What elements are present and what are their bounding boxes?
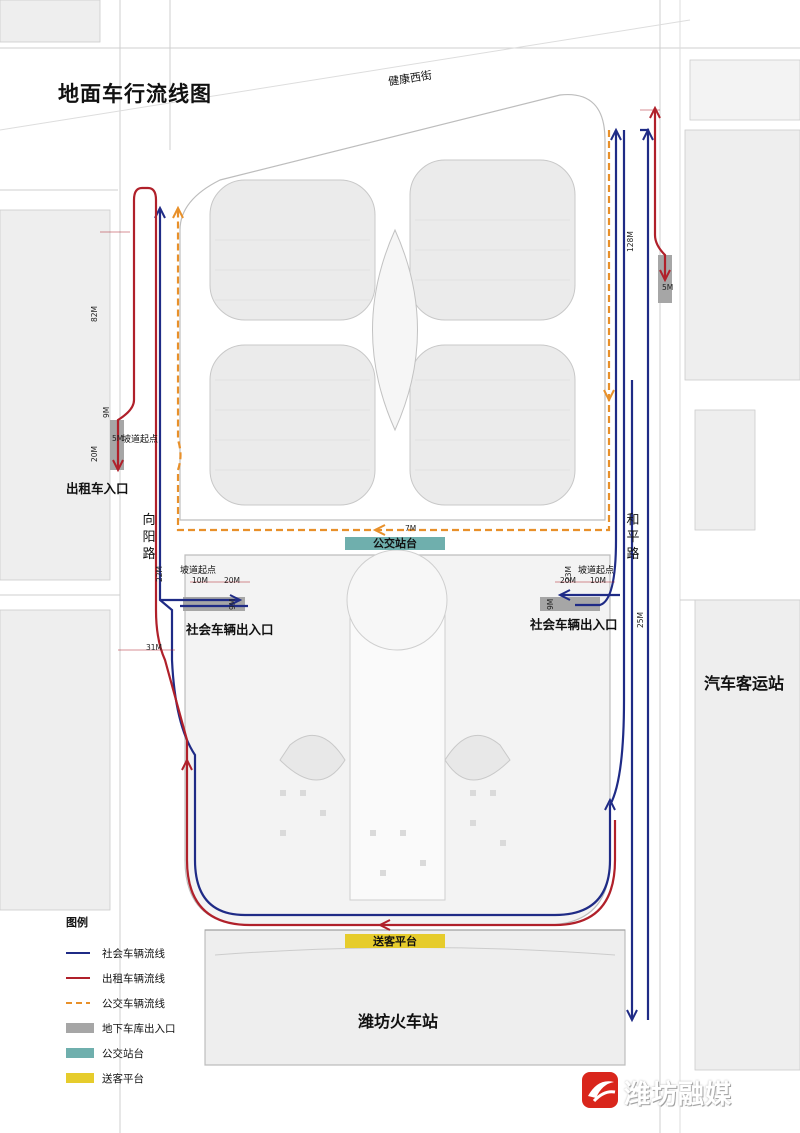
logo-icon <box>582 1072 618 1108</box>
legend-item: 公交车辆流线 <box>66 996 256 1010</box>
dim-east-10m: 10M <box>590 576 607 585</box>
dim-taxi-20m: 20M <box>90 445 99 462</box>
legend-title: 图例 <box>66 916 88 929</box>
dim-west-22m: 22M <box>155 565 164 582</box>
road-east-label: 和平路 <box>626 513 640 562</box>
legend-swatch-bus-stop <box>66 1048 94 1058</box>
bus-stop-platform <box>345 537 445 550</box>
dim-west-20m: 20M <box>224 576 241 585</box>
watermark-text: 潍坊融媒 <box>624 1080 733 1110</box>
taxi-entrance-label: 出租车入口 <box>66 481 129 496</box>
dim-bus-7m: 7M <box>405 524 417 533</box>
train-station-label: 潍坊火车站 <box>358 1012 439 1031</box>
dim-east-20m: 20M <box>560 576 577 585</box>
legend-label: 地下车库出入口 <box>102 1023 176 1035</box>
legend-label: 社会车辆流线 <box>102 948 165 960</box>
legend-swatch-social <box>66 952 90 954</box>
road-west-label: 向阳路 <box>142 513 156 562</box>
dim-east-25m: 25M <box>636 611 645 628</box>
legend-label: 公交站台 <box>102 1048 144 1060</box>
ramp-start-west-label: 坡道起点 <box>180 566 217 576</box>
dropoff-label: 送客平台 <box>373 935 417 948</box>
legend-swatch-taxi <box>66 977 90 979</box>
legend-item: 公交站台 <box>66 1046 256 1060</box>
dim-east-5m: 5M <box>662 283 674 292</box>
ramp-start-taxi-label: 坡道起点 <box>122 435 159 445</box>
legend-swatch-bus <box>66 1002 90 1004</box>
dim-taxi-82m: 82M <box>90 305 99 322</box>
dim-east-128m: 128M <box>626 231 635 252</box>
dimension-lines <box>100 109 660 651</box>
dim-east-9m: 9M <box>546 598 555 610</box>
taxi-routes <box>116 108 667 927</box>
dim-west-31m: 31M <box>146 643 163 652</box>
legend-label: 公交车辆流线 <box>102 998 165 1010</box>
legend-label: 出租车辆流线 <box>102 973 165 985</box>
map-title: 地面车行流线图 <box>58 82 212 106</box>
bus-route <box>176 130 611 532</box>
car-entrance-east-label: 社会车辆出入口 <box>530 617 618 632</box>
bus-route-arrow-west <box>372 524 386 536</box>
taxi-route-arrows <box>112 105 671 931</box>
surrounding-blocks <box>0 0 800 1071</box>
legend-item: 社会车辆流线 <box>66 946 256 960</box>
dropoff-platform <box>345 934 445 948</box>
bus-station-label: 汽车客运站 <box>704 674 785 693</box>
watermark-logo: 潍坊融媒 <box>582 1072 782 1112</box>
ramp-start-east-label: 坡道起点 <box>578 566 615 576</box>
north-plaza <box>179 93 606 521</box>
car-entrance-west-label: 社会车辆出入口 <box>186 622 274 637</box>
legend-item: 地下车库出入口 <box>66 1021 256 1035</box>
legend-swatch-garage <box>66 1023 94 1033</box>
dim-taxi-5m: 5M <box>112 434 124 443</box>
legend-item: 出租车辆流线 <box>66 971 256 985</box>
bus-route-arrow-south <box>603 389 615 403</box>
legend-label: 送客平台 <box>102 1073 144 1085</box>
social-route-arrows <box>154 127 654 1023</box>
bus-stop-label: 公交站台 <box>373 537 417 550</box>
legend-swatch-dropoff <box>66 1073 94 1083</box>
garage-ramp-east <box>540 597 600 611</box>
dim-west-10m: 10M <box>192 576 209 585</box>
legend-item: 送客平台 <box>66 1071 256 1085</box>
dim-west-9m: 9M <box>228 598 237 610</box>
bus-route-arrow-north <box>172 205 184 219</box>
train-station-building <box>204 929 626 1066</box>
dim-taxi-9m: 9M <box>102 406 111 418</box>
